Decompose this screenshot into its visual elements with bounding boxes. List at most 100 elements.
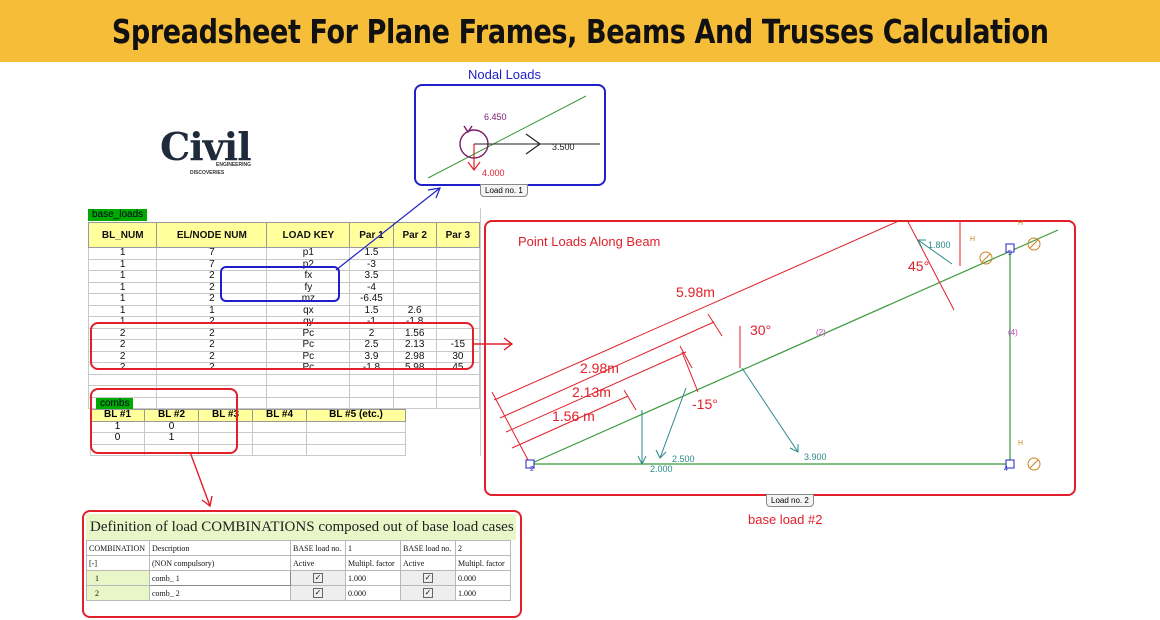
nodal-load-highlight xyxy=(220,266,340,302)
nodal-loads-panel: 6.450 3.500 4.000 xyxy=(414,84,606,186)
comb-2-desc[interactable]: comb_ 2 xyxy=(149,585,291,601)
base-loads-header-cell: EL/NODE NUM xyxy=(156,222,268,248)
combs-header-cell: BL #5 (etc.) xyxy=(306,409,406,422)
base-loads-cell[interactable] xyxy=(392,270,437,283)
combinations-head-row-1: COMBINATION Description BASE load no. 1 … xyxy=(86,540,511,556)
base-loads-cell[interactable] xyxy=(435,281,481,294)
hinge-bottom-slash xyxy=(1029,459,1039,469)
comb-2-factor-1[interactable]: 0.000 xyxy=(345,585,401,601)
base-loads-cell[interactable]: 1.5 xyxy=(349,247,394,260)
sheet-tab-combs[interactable]: combs xyxy=(96,398,134,410)
combs-cell[interactable] xyxy=(252,432,307,445)
base-loads-cell[interactable]: qx xyxy=(266,304,351,317)
comb-1-factor-2[interactable]: 0.000 xyxy=(455,570,511,586)
base-loads-cell[interactable]: 1 xyxy=(87,304,158,317)
head2-unit: [-] xyxy=(86,555,150,571)
nodal-loads-title: Nodal Loads xyxy=(468,67,541,82)
node-5-marker xyxy=(1005,243,1015,253)
base-loads-cell[interactable]: 1 xyxy=(87,293,158,306)
comb-2-active-2-checkbox[interactable]: ✓ xyxy=(423,588,433,598)
base-loads-cell[interactable] xyxy=(435,258,481,271)
base-loads-empty-cell[interactable] xyxy=(266,396,351,409)
base-loads-cell[interactable]: 3.5 xyxy=(349,270,394,283)
combs-connector xyxy=(189,451,211,507)
head-base-load-2: BASE load no. xyxy=(400,540,456,556)
base-loads-header-cell: Par 3 xyxy=(435,222,481,248)
logo-sub-engineering: ENGINEERING xyxy=(216,162,252,168)
combs-empty-cell[interactable] xyxy=(252,443,307,456)
base-loads-cell[interactable]: 1 xyxy=(87,247,158,260)
base-loads-cell[interactable]: -4 xyxy=(349,281,394,294)
base-loads-cell[interactable]: 2.6 xyxy=(392,304,437,317)
load-value-3900: 3.900 xyxy=(804,452,827,462)
load-value-2000: 2.000 xyxy=(650,464,673,474)
base-loads-empty-cell[interactable] xyxy=(266,385,351,398)
base-loads-empty-cell[interactable] xyxy=(349,385,394,398)
dim-ext-156 xyxy=(623,389,637,411)
base-loads-empty-cell[interactable] xyxy=(392,373,437,386)
base-loads-cell[interactable]: 1 xyxy=(87,258,158,271)
head-description: Description xyxy=(149,540,291,556)
head-base-load-2-num: 2 xyxy=(455,540,511,556)
combinations-title: Definition of load COMBINATIONS composed… xyxy=(86,514,516,540)
base-loads-cell[interactable] xyxy=(435,304,481,317)
comb-2-factor-2[interactable]: 1.000 xyxy=(455,585,511,601)
base-loads-cell[interactable] xyxy=(392,293,437,306)
dim-298: 2.98m xyxy=(580,360,619,376)
sheet-tab-base-loads[interactable]: base_loads xyxy=(88,209,148,221)
base-loads-cell[interactable] xyxy=(392,281,437,294)
base-loads-empty-cell[interactable] xyxy=(392,396,437,409)
base-loads-empty-cell[interactable] xyxy=(87,373,158,386)
node-label-5: 5 xyxy=(1008,250,1012,257)
nodal-loads-diagram xyxy=(427,95,600,179)
base-loads-cell[interactable]: 7 xyxy=(156,247,268,260)
base-loads-empty-cell[interactable] xyxy=(266,373,351,386)
base-loads-empty-cell[interactable] xyxy=(435,385,481,398)
base-loads-cell[interactable]: p1 xyxy=(266,247,351,260)
comb-1-desc[interactable]: comb_ 1 xyxy=(149,570,291,586)
base-loads-empty-cell[interactable] xyxy=(435,396,481,409)
comb-1-factor-1[interactable]: 1.000 xyxy=(345,570,401,586)
hinge-top-left-slash xyxy=(981,253,991,263)
hinges xyxy=(979,237,1041,471)
combs-cell[interactable] xyxy=(306,432,406,445)
comb-1-active-1-checkbox[interactable]: ✓ xyxy=(313,573,323,583)
base-loads-empty-cell[interactable] xyxy=(435,373,481,386)
moment-arrowhead xyxy=(463,125,473,134)
load-tab-2[interactable]: Load no. 2 xyxy=(766,494,814,507)
comb-2-active-1-checkbox[interactable]: ✓ xyxy=(313,588,323,598)
base-loads-cell[interactable]: 1.5 xyxy=(349,304,394,317)
base-loads-cell[interactable]: 1 xyxy=(87,270,158,283)
base-loads-empty-cell[interactable] xyxy=(349,396,394,409)
base-loads-cell[interactable] xyxy=(392,258,437,271)
base-loads-cell[interactable] xyxy=(435,247,481,260)
dim-213: 2.13m xyxy=(572,384,611,400)
hinge-bottom xyxy=(1027,457,1041,471)
title-banner: Spreadsheet For Plane Frames, Beams And … xyxy=(0,0,1160,62)
logo-word: Civil xyxy=(160,124,252,169)
base-loads-cell[interactable]: 1 xyxy=(87,281,158,294)
comb-1-active-2-checkbox[interactable]: ✓ xyxy=(423,573,433,583)
base-loads-cell[interactable]: 1 xyxy=(156,304,268,317)
base-loads-cell[interactable]: -3 xyxy=(349,258,394,271)
combs-empty-cell[interactable] xyxy=(306,443,406,456)
combs-cell[interactable] xyxy=(306,420,406,433)
angle-30: 30° xyxy=(750,322,772,338)
load-tab-1[interactable]: Load no. 1 xyxy=(480,184,528,197)
base-loads-empty-cell[interactable] xyxy=(156,373,268,386)
comb-2-num: 2 xyxy=(86,585,150,601)
base-loads-empty-cell[interactable] xyxy=(392,385,437,398)
base-loads-cell[interactable] xyxy=(435,293,481,306)
node-4-marker xyxy=(1005,459,1015,469)
angle15-ref xyxy=(681,351,699,393)
base-loads-cell[interactable] xyxy=(435,270,481,283)
combs-cell[interactable] xyxy=(252,420,307,433)
head-base-load-1-num: 1 xyxy=(345,540,401,556)
node-2-marker xyxy=(525,459,535,469)
base-loads-cell[interactable]: -6.45 xyxy=(349,293,394,306)
base-loads-cell[interactable] xyxy=(392,247,437,260)
dimension-lines xyxy=(491,222,961,461)
base-loads-empty-cell[interactable] xyxy=(349,373,394,386)
